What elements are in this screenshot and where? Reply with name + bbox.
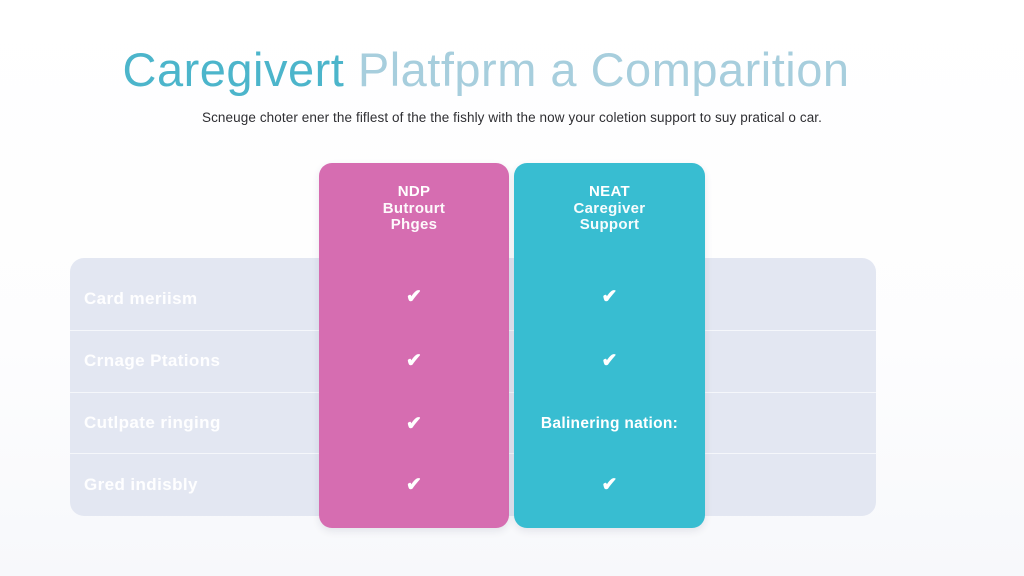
row-label-cutlpate-ringing: Cutlpate ringing: [84, 413, 221, 432]
page-subtitle: Scneuge choter ener the fiflest of the t…: [201, 110, 823, 125]
check-icon: ✔: [406, 413, 422, 435]
check-icon: ✔: [601, 350, 618, 372]
column-ndp-subtitle-2: Phges: [390, 216, 438, 233]
column-ndp-header: NDP Butrourt Phges: [319, 183, 509, 234]
column-ndp: NDP Butrourt Phges ✔ ✔ ✔ ✔: [319, 163, 509, 528]
row-label-card-meriism: Card meriism: [84, 289, 198, 308]
check-icon: ✔: [406, 286, 422, 308]
check-icon: ✔: [601, 286, 618, 308]
check-icon: ✔: [406, 474, 422, 496]
column-neat: NEAT Caregiver Support ✔ ✔ Balinering na…: [514, 163, 705, 528]
column-ndp-title: NDP: [397, 183, 431, 200]
cell-text-balinering-nation: Balinering nation:: [540, 415, 679, 432]
page-title-primary: Caregivert: [122, 43, 345, 96]
row-label-crnage-ptations: Crnage Ptations: [84, 351, 221, 370]
check-icon: ✔: [406, 350, 422, 372]
page-title-secondary: Platfprm a Comparition: [344, 43, 850, 96]
column-neat-subtitle-1: Caregiver: [573, 199, 646, 217]
row-label-gred-indisbly: Gred indisbly: [84, 475, 198, 494]
page-title: Caregivert Platfprm a Comparition: [0, 44, 998, 96]
check-icon: ✔: [601, 474, 618, 496]
column-ndp-subtitle-1: Butrourt: [382, 199, 446, 217]
column-neat-subtitle-2: Support: [579, 216, 640, 233]
column-neat-header: NEAT Caregiver Support: [514, 183, 705, 234]
column-neat-title: NEAT: [589, 183, 630, 200]
